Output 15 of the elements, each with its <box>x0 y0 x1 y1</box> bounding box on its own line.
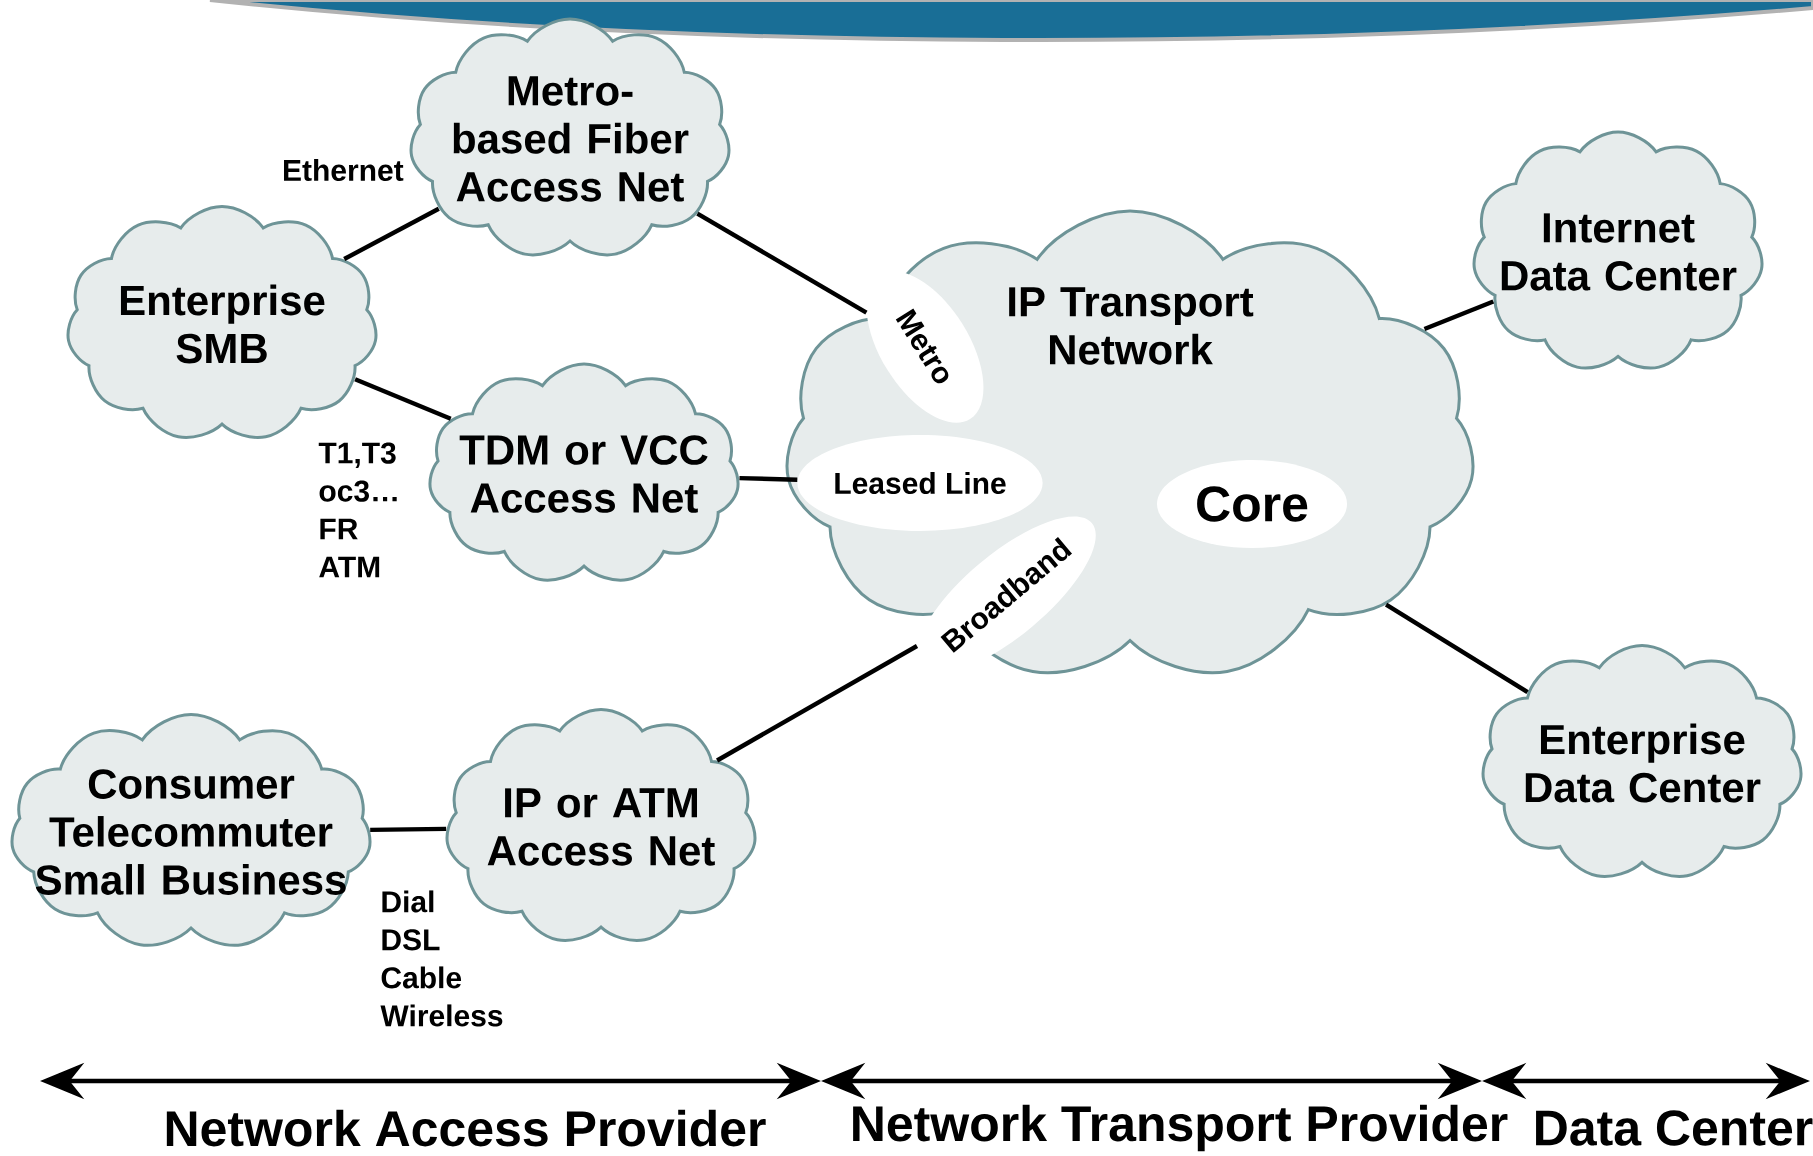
connector-line <box>739 475 798 482</box>
connector-line <box>1384 602 1529 694</box>
section-label: Network Access Provider <box>166 1109 766 1147</box>
edge-label: T1,T3 oc3… FR ATM <box>316 440 409 580</box>
connector-line <box>343 206 440 261</box>
section-label: Data Center <box>1536 1110 1813 1146</box>
connector-line <box>696 211 868 315</box>
connector-line <box>716 644 919 763</box>
ellipse-region: Core <box>1157 460 1347 548</box>
connector-line <box>370 826 447 833</box>
edge-label: Ethernet <box>280 157 404 183</box>
connector-line <box>1423 299 1495 331</box>
ellipse-region: Leased Line <box>797 435 1043 531</box>
section-label: Network Transport Provider <box>853 1104 1508 1152</box>
connector-line <box>354 377 452 421</box>
